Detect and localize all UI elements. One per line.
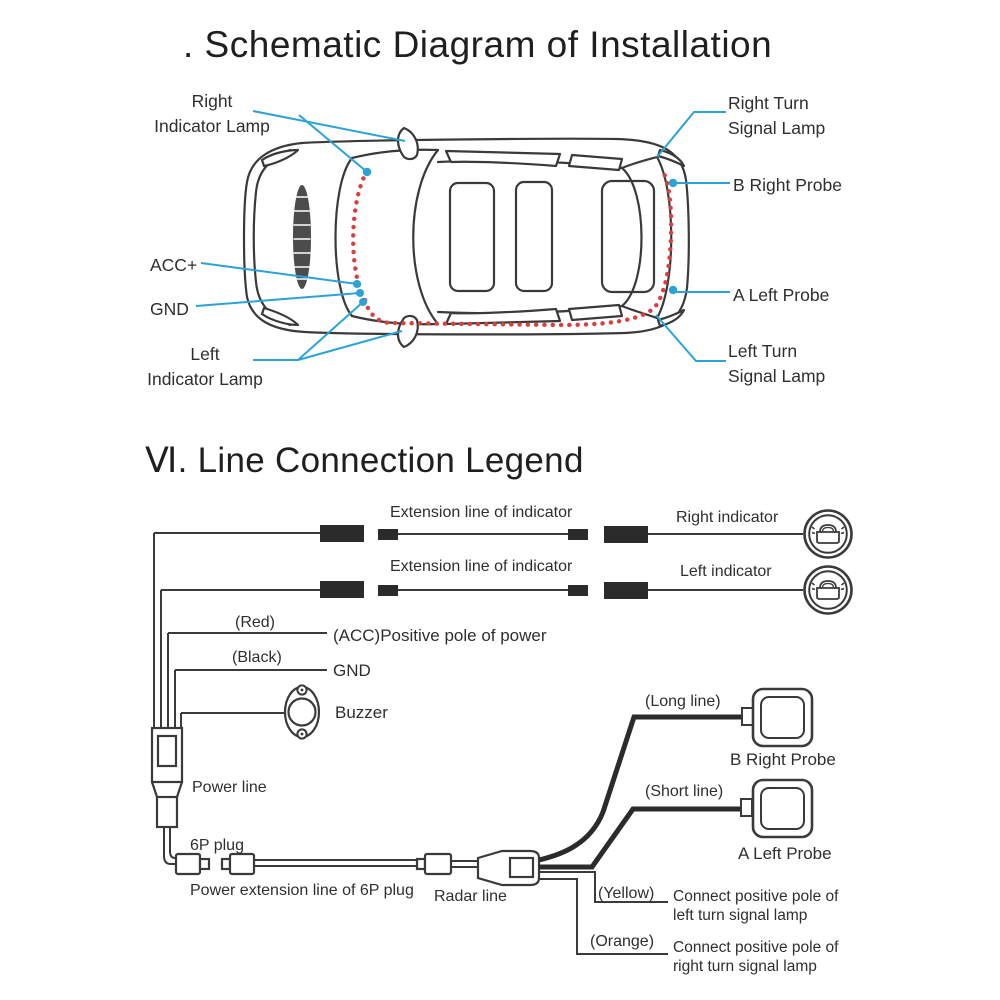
short-probe-wire bbox=[539, 806, 741, 870]
marker-dots bbox=[353, 167, 678, 306]
orange-wire-label: (Orange) bbox=[590, 933, 655, 950]
headlight-left-top bbox=[260, 148, 300, 168]
left-turn-signal-lamp-label: Left Turn Signal Lamp bbox=[728, 341, 826, 386]
short-line-label: (Short line) bbox=[645, 783, 724, 800]
yellow-wire-description: Connect positive pole of left turn signa… bbox=[673, 888, 839, 924]
car-body-outline bbox=[242, 137, 690, 336]
orange-wire-description: Connect positive pole of right turn sign… bbox=[673, 939, 839, 975]
right-indicator-lamp-label: Right Indicator Lamp bbox=[154, 91, 270, 136]
black-wire-label: (Black) bbox=[232, 649, 282, 666]
probe-a-icon bbox=[740, 778, 814, 839]
right-indicator-lamp-icon bbox=[803, 509, 853, 559]
power-extension-line-label: Power extension line of 6P plug bbox=[190, 882, 414, 899]
side-mirror-top-icon bbox=[396, 126, 419, 161]
detection-zone-dotted-line bbox=[351, 165, 674, 328]
extension-line-top-label: Extension line of indicator bbox=[390, 504, 573, 521]
side-mirror-bottom-icon bbox=[396, 314, 419, 349]
extension-line-bottom-label: Extension line of indicator bbox=[390, 558, 573, 575]
buzzer-icon bbox=[283, 684, 321, 740]
red-wire-label: (Red) bbox=[235, 614, 276, 631]
power-line-unit bbox=[150, 726, 184, 865]
installation-title: . Schematic Diagram of Installation bbox=[183, 24, 773, 65]
power-extension-cable bbox=[220, 852, 453, 876]
left-indicator-lamp-icon bbox=[803, 565, 853, 615]
power-line-label: Power line bbox=[192, 779, 267, 796]
gnd-wire-label: GND bbox=[333, 661, 371, 680]
buzzer-label: Buzzer bbox=[335, 703, 388, 722]
right-turn-signal-lamp-label: Right Turn Signal Lamp bbox=[728, 93, 826, 138]
left-indicator-lamp-label: Left Indicator Lamp bbox=[147, 344, 263, 389]
a-left-probe-label: A Left Probe bbox=[733, 285, 830, 305]
left-indicator-label: Left indicator bbox=[680, 563, 772, 580]
six-p-plug-label: 6P plug bbox=[190, 837, 244, 854]
gnd-label: GND bbox=[150, 299, 189, 319]
hood-vent bbox=[293, 185, 311, 289]
probe-b-icon bbox=[741, 687, 814, 748]
roof-panels bbox=[448, 179, 656, 294]
legend-title: Ⅵ. Line Connection Legend bbox=[145, 441, 584, 480]
leader-lines bbox=[195, 110, 730, 362]
b-right-probe-label: B Right Probe bbox=[733, 175, 842, 195]
acc-positive-pole-label: (ACC)Positive pole of power bbox=[333, 626, 547, 645]
radar-connector bbox=[451, 849, 541, 887]
six-p-plug-connector bbox=[174, 852, 211, 876]
yellow-wire-label: (Yellow) bbox=[598, 885, 655, 902]
acc-label: ACC+ bbox=[150, 255, 198, 275]
radar-line-label: Radar line bbox=[434, 888, 507, 905]
right-indicator-label: Right indicator bbox=[676, 509, 779, 526]
b-right-probe-legend-label: B Right Probe bbox=[730, 750, 836, 769]
a-left-probe-legend-label: A Left Probe bbox=[738, 844, 832, 863]
car-top-view-illustration bbox=[242, 126, 690, 349]
headlight-left-bottom bbox=[260, 306, 300, 327]
long-line-label: (Long line) bbox=[645, 693, 721, 710]
